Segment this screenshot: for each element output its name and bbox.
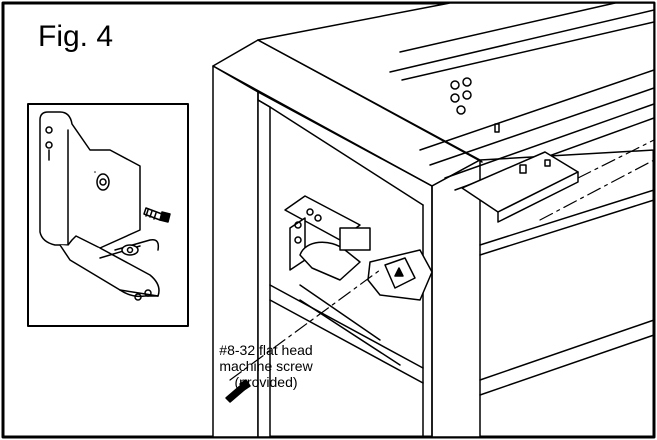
drawer-slide-mechanism (284, 195, 433, 366)
callout-line-2: machine screw (219, 358, 313, 374)
drawer-box (257, 2, 655, 396)
cabinet-face-frame (212, 39, 483, 438)
callout-line-3: (provided) (234, 374, 298, 390)
callout-line-1: #8-32 flat head (219, 342, 313, 358)
corner-bracket-detail (39, 111, 160, 301)
figure-number-label: Fig. 4 (38, 20, 114, 53)
screw-callout-text: #8-32 flat head machine screw (provided) (196, 342, 336, 390)
inset-screw-icon (143, 207, 171, 223)
machine-screw-icon (225, 379, 251, 403)
